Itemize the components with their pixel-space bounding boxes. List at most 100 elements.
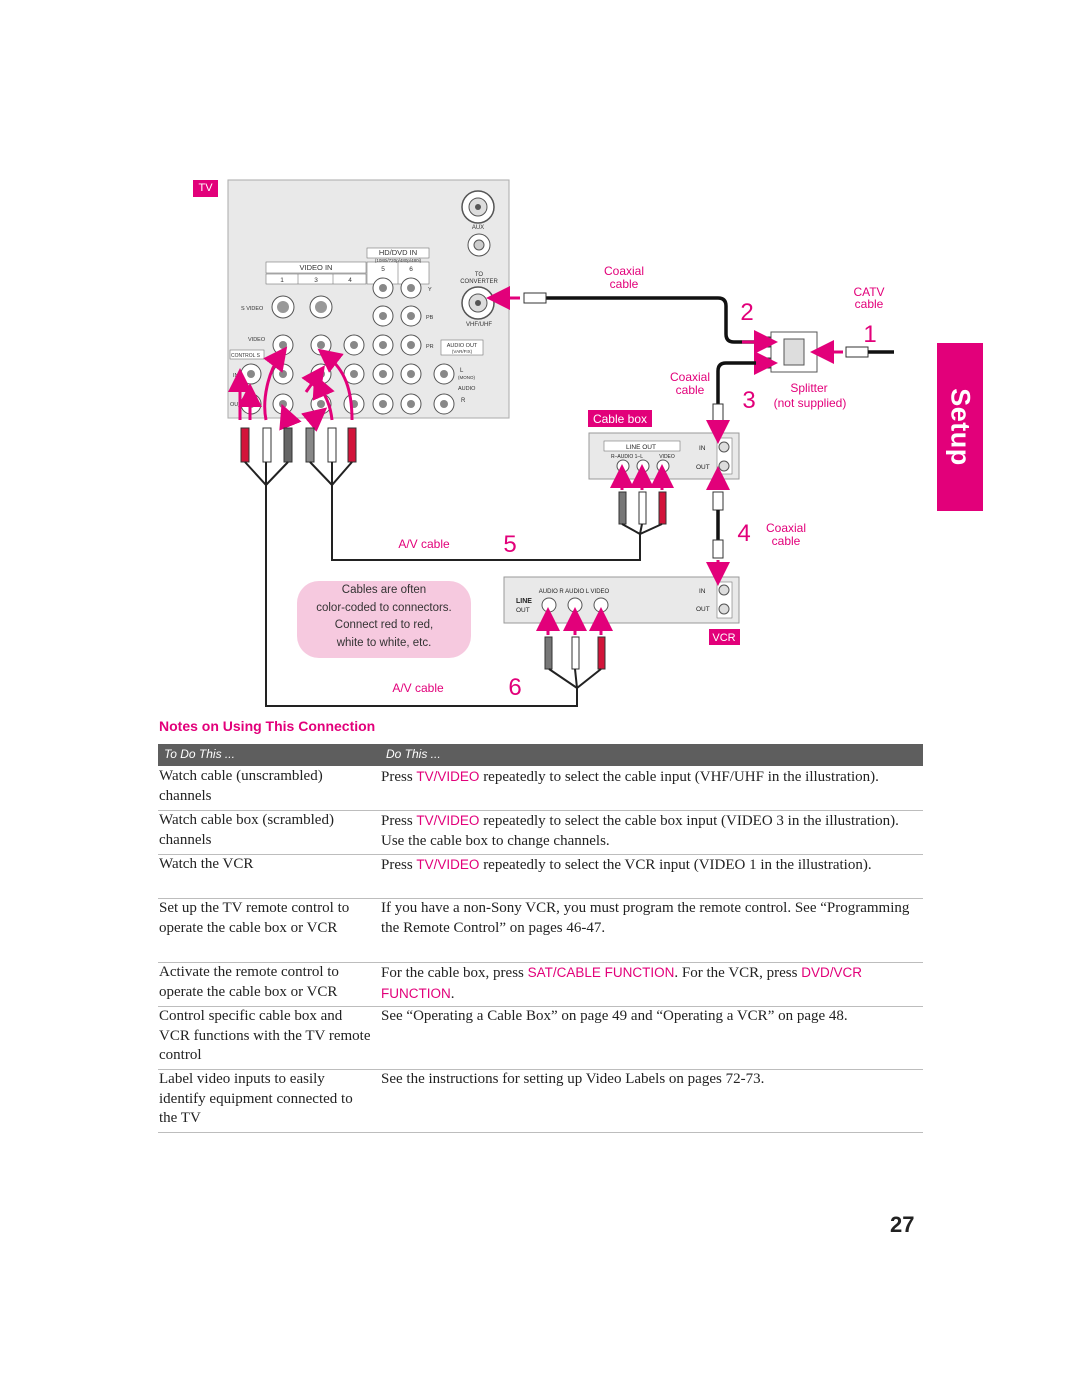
text-segment: See “Operating a Cable Box” on page 49 a… xyxy=(381,1008,848,1024)
text-segment: repeatedly to select the VCR input (VIDE… xyxy=(479,857,872,873)
audio-label: AUDIO xyxy=(458,386,476,392)
var-fix-label: (VAR/FIX) xyxy=(452,349,473,354)
row-do: See “Operating a Cable Box” on page 49 a… xyxy=(381,1007,921,1027)
vcr: AUDIO R AUDIO L VIDEO LINE OUT IN OUT xyxy=(503,576,740,690)
color-code-line-1: Cables are often xyxy=(341,584,427,596)
cable-box-audio-row: R–AUDIO 1–L xyxy=(611,454,643,460)
video-in-label: VIDEO IN xyxy=(300,263,333,272)
audio-l-label: L xyxy=(460,368,464,374)
row-todo: Watch cable box (scrambled) channels xyxy=(159,812,334,848)
catv-2: cable xyxy=(855,297,884,311)
text-segment: If you have a non-Sony VCR, you must pro… xyxy=(381,900,910,936)
color-code-note: Cables are often color-coded to connecto… xyxy=(297,581,471,658)
cable-box-video: VIDEO xyxy=(659,454,675,460)
table-row: Activate the remote control to operate t… xyxy=(158,963,923,1007)
table-row: Control specific cable box and VCR funct… xyxy=(158,1007,923,1070)
row-todo: Set up the TV remote control to operate … xyxy=(159,900,350,936)
row-do: Press TV/VIDEO repeatedly to select the … xyxy=(381,855,921,876)
table-header-todo: To Do This ... xyxy=(164,747,235,761)
text-segment: repeatedly to select the cable input (VH… xyxy=(479,769,879,785)
av-cables xyxy=(244,461,641,707)
catv-1: CATV xyxy=(853,285,884,299)
table-row: Label video inputs to easily identify eq… xyxy=(158,1070,923,1133)
table-row: Set up the TV remote control to operate … xyxy=(158,899,923,963)
row-todo: Activate the remote control to operate t… xyxy=(159,964,339,1000)
av-cable-label-2: A/V cable xyxy=(392,681,444,695)
vcr-out2-label: OUT xyxy=(696,606,710,613)
coaxial-low-2: cable xyxy=(772,534,801,548)
input-3-label: 3 xyxy=(314,277,318,284)
vhf-uhf-label: VHF/UHF xyxy=(466,322,492,328)
color-code-line-4: white to white, etc. xyxy=(336,636,432,649)
vcr-line-label: LINE xyxy=(516,598,532,605)
button-name: SAT/CABLE FUNCTION xyxy=(527,965,675,980)
tv-av-plugs xyxy=(240,427,357,463)
row-do: See the instructions for setting up Vide… xyxy=(381,1070,921,1090)
vcr-tag-bg xyxy=(709,629,740,645)
mono-label: (MONO) xyxy=(458,375,475,380)
splitter-1: Splitter xyxy=(790,381,827,395)
color-code-line-2: color-coded to connectors. xyxy=(316,601,452,614)
audio-out-label: AUDIO OUT xyxy=(447,343,478,349)
cable-box-out: OUT xyxy=(696,464,710,471)
input-6-label: 6 xyxy=(409,266,413,273)
vcr-audio-row: AUDIO R AUDIO L VIDEO xyxy=(539,589,610,595)
text-segment: . xyxy=(450,985,455,1002)
s-video-label: S VIDEO xyxy=(241,306,264,312)
text-segment: See the instructions for setting up Vide… xyxy=(381,1071,765,1087)
control-s-label: CONTROL S xyxy=(231,353,261,359)
row-todo: Control specific cable box and VCR funct… xyxy=(159,1008,371,1063)
cable-box-in: IN xyxy=(699,445,706,452)
control-out-label: OUT xyxy=(230,402,242,408)
step-5: 5 xyxy=(503,531,516,558)
button-name: TV/VIDEO xyxy=(416,769,480,784)
tv-tag: TV xyxy=(193,180,218,197)
table-row: Watch cable (unscrambled) channels Press… xyxy=(158,767,923,811)
audio-r-label: R xyxy=(461,398,466,404)
page-number: 27 xyxy=(890,1212,915,1237)
coaxial-top-2: cable xyxy=(610,277,639,291)
row-todo: Watch the VCR xyxy=(159,856,254,872)
vcr-tag: VCR xyxy=(712,632,735,644)
step-3: 3 xyxy=(742,387,755,414)
table-header-do: Do This ... xyxy=(386,747,441,761)
text-segment: For the cable box, press xyxy=(381,965,528,981)
coaxial-top-1: Coaxial xyxy=(604,264,644,278)
text-segment: . For the VCR, press xyxy=(674,965,802,981)
row-do: For the cable box, press SAT/CABLE FUNCT… xyxy=(381,963,921,1004)
step-4: 4 xyxy=(737,520,750,547)
splitter-2: (not supplied) xyxy=(774,396,847,410)
cable-box-tag-bg xyxy=(588,410,652,427)
pr-label: PR xyxy=(426,344,434,350)
table-header: To Do This ... Do This ... xyxy=(158,744,923,766)
color-code-line-3: Connect red to red, xyxy=(334,619,434,631)
row-do: If you have a non-Sony VCR, you must pro… xyxy=(381,899,921,938)
step-2: 2 xyxy=(740,299,753,326)
coaxial-mid-2: cable xyxy=(676,383,705,397)
coaxial-low-1: Coaxial xyxy=(766,521,806,535)
connection-diagram: AUX HD/DVD IN (1080i/720p/480p/480i) VID… xyxy=(227,179,894,707)
coaxial-mid-1: Coaxial xyxy=(670,370,710,384)
aux-label: AUX xyxy=(472,225,484,231)
row-do: Press TV/VIDEO repeatedly to select the … xyxy=(381,811,921,851)
table-row: Watch the VCR Press TV/VIDEO repeatedly … xyxy=(158,855,923,899)
section-title: Notes on Using This Connection xyxy=(159,718,376,734)
video-label: VIDEO xyxy=(248,337,266,343)
row-todo: Label video inputs to easily identify eq… xyxy=(159,1071,353,1126)
converter-label: CONVERTER xyxy=(460,279,498,285)
y-label: Y xyxy=(428,287,432,293)
control-in-label: IN xyxy=(233,373,239,379)
button-name: DVD/VCR FUNCTION xyxy=(381,965,862,1001)
cable-box-line-out: LINE OUT xyxy=(626,444,656,451)
input-1-label: 1 xyxy=(280,277,284,284)
row-todo: Watch cable (unscrambled) channels xyxy=(159,768,323,804)
text-segment: Press xyxy=(381,769,417,785)
table-row: Watch cable box (scrambled) channels Pre… xyxy=(158,811,923,855)
text-segment: repeatedly to select the cable box input… xyxy=(381,813,899,849)
tv-back-panel: AUX HD/DVD IN (1080i/720p/480p/480i) VID… xyxy=(227,179,510,419)
pb-label: PB xyxy=(426,315,434,321)
input-4-label: 4 xyxy=(348,277,352,284)
vcr-out-label: OUT xyxy=(516,607,530,614)
vcr-in-label: IN xyxy=(699,588,706,595)
to-label: TO xyxy=(475,272,484,278)
